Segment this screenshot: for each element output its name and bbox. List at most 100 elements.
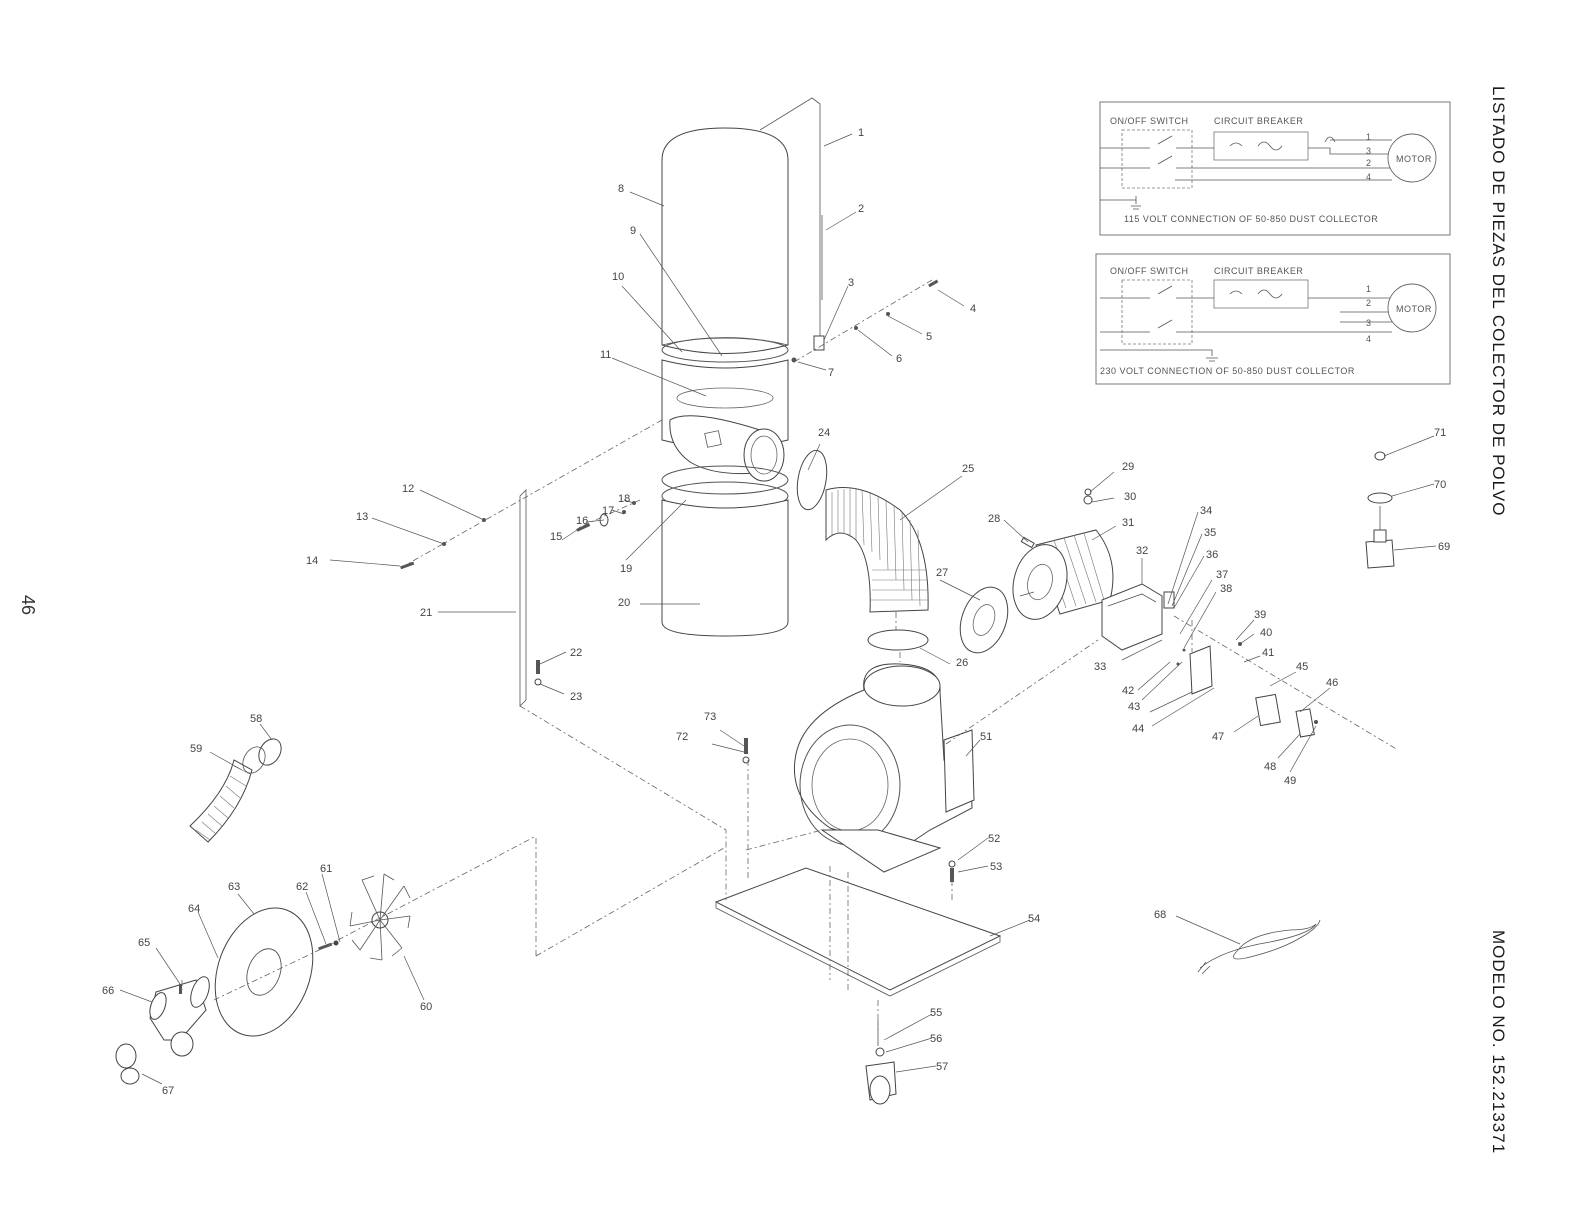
callout-13: 13: [356, 511, 368, 523]
callout-56: 56: [930, 1033, 942, 1045]
port-cap: [115, 1043, 137, 1069]
base-plate: [714, 867, 1002, 991]
callout-38: 38: [1220, 583, 1232, 595]
callout-32: 32: [1136, 545, 1148, 557]
callout-43: 43: [1128, 701, 1140, 713]
callout-leaders: [119, 133, 1437, 1085]
wiring-230-switch-label: ON/OFF SWITCH: [1110, 266, 1189, 276]
power-cord: [1199, 919, 1321, 969]
hose-ring: [796, 449, 828, 511]
callout-46: 46: [1326, 677, 1338, 689]
fan-assembly: [115, 873, 411, 1085]
hose-clamp: [867, 629, 929, 651]
motor-face: [1012, 544, 1068, 620]
callout-73: 73: [704, 711, 716, 723]
callout-14: 14: [306, 555, 318, 567]
switch-key: [1295, 708, 1315, 738]
callout-18: 18: [618, 493, 630, 505]
callout-6: 6: [896, 353, 902, 365]
wiring-230-terminal-3: 3: [1366, 318, 1372, 328]
callout-9: 9: [630, 225, 636, 237]
callout-68: 68: [1154, 909, 1166, 921]
motor-assembly: [1012, 488, 1315, 738]
callout-12: 12: [402, 483, 414, 495]
callout-4: 4: [970, 303, 976, 315]
wiring-230-breaker-label: CIRCUIT BREAKER: [1214, 266, 1303, 276]
callout-21: 21: [420, 607, 432, 619]
callout-64: 64: [188, 903, 200, 915]
caster-washer: [875, 1047, 885, 1057]
callout-34: 34: [1200, 505, 1212, 517]
callout-47: 47: [1212, 731, 1224, 743]
wiring-diagram-230v: ON/OFF SWITCH CIRCUIT BREAKER MOTOR 1 2 …: [1095, 253, 1451, 385]
flex-hose: [825, 487, 929, 613]
wiring-230-motor-label: MOTOR: [1396, 304, 1432, 314]
support-post: [519, 489, 527, 707]
callout-35: 35: [1204, 527, 1216, 539]
callout-17: 17: [602, 505, 614, 517]
wiring-115-terminal-2: 2: [1366, 158, 1372, 168]
carbon-brush: [1365, 539, 1395, 569]
callout-37: 37: [1216, 569, 1228, 581]
wiring-115-breaker-label: CIRCUIT BREAKER: [1214, 116, 1303, 126]
callout-54: 54: [1028, 913, 1040, 925]
wiring-230-motor-symbol: [1387, 283, 1437, 333]
callout-24: 24: [818, 427, 830, 439]
wiring-230-caption: 230 VOLT CONNECTION OF 50-850 DUST COLLE…: [1100, 366, 1355, 376]
callout-26: 26: [956, 657, 968, 669]
callout-19: 19: [620, 563, 632, 575]
bracket: [813, 335, 825, 351]
switch-plate: [1189, 645, 1213, 695]
front-cover-plate: [214, 907, 314, 1037]
brush-cap: [1374, 451, 1386, 461]
callout-55: 55: [930, 1007, 942, 1019]
callout-5: 5: [926, 331, 932, 343]
callout-65: 65: [138, 937, 150, 949]
callout-22: 22: [570, 647, 582, 659]
wiring-230-terminal-4: 4: [1366, 334, 1372, 344]
callout-52: 52: [988, 833, 1000, 845]
hardware: [400, 279, 1318, 882]
blower-housing: [793, 663, 975, 873]
callout-8: 8: [618, 183, 624, 195]
callout-63: 63: [228, 881, 240, 893]
intake-hose-clamp: [258, 738, 282, 766]
callout-10: 10: [612, 271, 624, 283]
wiring-115-terminal-3: 3: [1366, 146, 1372, 156]
callout-29: 29: [1122, 461, 1134, 473]
callout-33: 33: [1094, 661, 1106, 673]
wiring-115-caption: 115 VOLT CONNECTION OF 50-850 DUST COLLE…: [1124, 214, 1378, 224]
power-switch: [1255, 693, 1281, 727]
callout-36: 36: [1206, 549, 1218, 561]
housing-base-flange: [820, 829, 942, 873]
support-rod: [759, 97, 821, 345]
callout-41: 41: [1262, 647, 1274, 659]
wiring-115-terminal-1: 1: [1366, 132, 1372, 142]
wiring-115-motor-label: MOTOR: [1396, 154, 1432, 164]
callout-1: 1: [858, 127, 864, 139]
callout-69: 69: [1438, 541, 1450, 553]
callout-7: 7: [828, 367, 834, 379]
lower-bag-clamp: [661, 465, 789, 495]
callout-42: 42: [1122, 685, 1134, 697]
base-assembly: [714, 867, 1002, 1105]
motor-flange-plate: [959, 586, 1009, 654]
callout-2: 2: [858, 203, 864, 215]
callout-53: 53: [990, 861, 1002, 873]
callout-27: 27: [936, 567, 948, 579]
callout-20: 20: [618, 597, 630, 609]
callout-48: 48: [1264, 761, 1276, 773]
callout-30: 30: [1124, 491, 1136, 503]
intake-hose-assembly: [189, 738, 282, 843]
callout-numbers: 1 2 3 4 5 6 7 8 9 10 11 12 13 14 15 16 1…: [102, 127, 1450, 1097]
callout-49: 49: [1284, 775, 1296, 787]
callout-15: 15: [550, 531, 562, 543]
callout-59: 59: [190, 743, 202, 755]
callout-28: 28: [988, 513, 1000, 525]
callout-23: 23: [570, 691, 582, 703]
upper-filter-bag: [661, 127, 789, 354]
wiring-230-terminal-2: 2: [1366, 298, 1372, 308]
callout-44: 44: [1132, 723, 1144, 735]
